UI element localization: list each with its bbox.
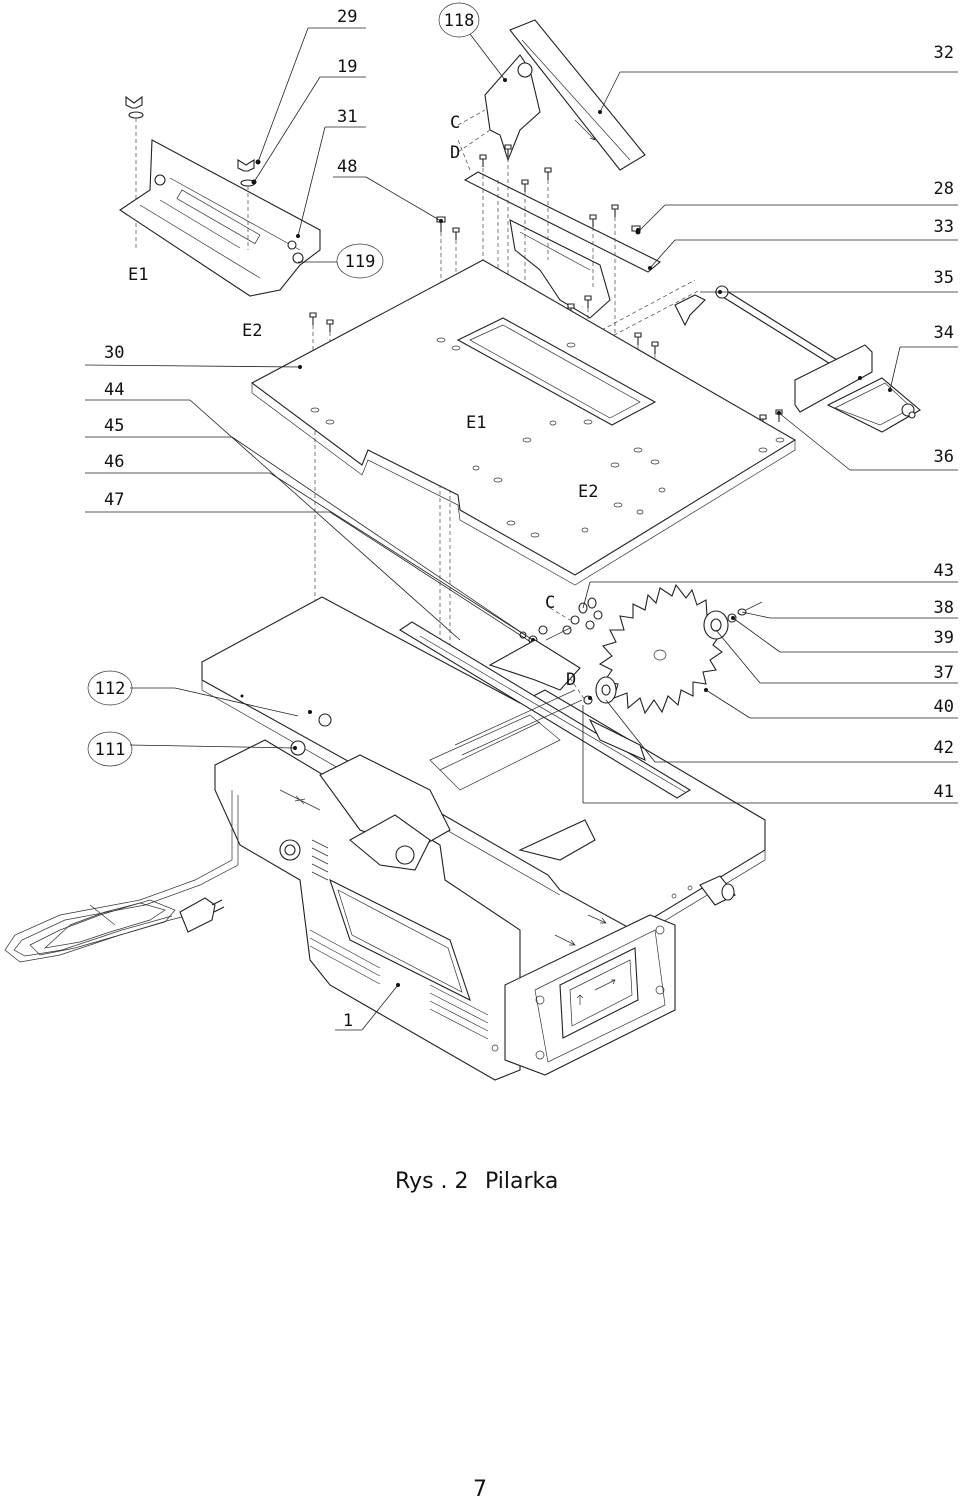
figure-caption-prefix: Rys . 2 xyxy=(395,1169,469,1194)
callout-43: 43 xyxy=(934,561,954,581)
blade-guard xyxy=(484,19,646,171)
machine-rails xyxy=(429,689,646,861)
callout-lines xyxy=(84,27,958,1031)
callout-33: 33 xyxy=(934,217,954,237)
callout-29: 29 xyxy=(337,7,357,27)
callout-47: 47 xyxy=(104,490,124,510)
saw-blade xyxy=(598,583,723,715)
mark-e2-mid: E2 xyxy=(578,482,598,502)
wing-nut-left xyxy=(125,95,144,250)
callout-36: 36 xyxy=(934,447,954,467)
machine-base xyxy=(504,914,676,1076)
riving-knife-bracket xyxy=(463,171,662,319)
screws-top xyxy=(309,144,783,427)
figure-caption-title: Pilarka xyxy=(485,1169,558,1194)
callout-28: 28 xyxy=(934,179,954,199)
adjust-knob xyxy=(699,875,736,906)
callout-112: 112 xyxy=(95,679,126,699)
power-cord xyxy=(4,790,239,963)
mark-d-mid: D xyxy=(566,670,576,690)
mark-d-top: D xyxy=(450,143,460,163)
callout-44: 44 xyxy=(104,380,124,400)
callout-37: 37 xyxy=(934,663,954,683)
callout-41: 41 xyxy=(934,782,954,802)
callout-38: 38 xyxy=(934,598,954,618)
rip-fence xyxy=(674,285,921,433)
side-extension-table xyxy=(119,139,321,297)
callout-31: 31 xyxy=(337,107,357,127)
callout-111: 111 xyxy=(95,740,126,760)
callout-45: 45 xyxy=(104,416,124,436)
callout-118: 118 xyxy=(444,11,475,31)
callout-119: 119 xyxy=(345,252,376,272)
callout-119-ring xyxy=(336,243,384,279)
page-number: 7 xyxy=(473,1477,487,1502)
mark-e2-top: E2 xyxy=(242,321,262,341)
motor-housing xyxy=(214,710,521,1081)
main-table-plate xyxy=(250,259,797,586)
callout-39: 39 xyxy=(934,628,954,648)
mark-e1-top: E1 xyxy=(128,265,148,285)
callout-32: 32 xyxy=(934,43,954,63)
mark-c-mid: C xyxy=(545,593,555,613)
mark-c-top: C xyxy=(450,113,460,133)
callout-112-ring xyxy=(87,670,133,706)
callout-19: 19 xyxy=(337,57,357,77)
callout-34: 34 xyxy=(934,323,954,343)
callout-48: 48 xyxy=(337,157,357,177)
arbor-flanges xyxy=(583,601,763,705)
callout-labels: 29 19 31 48 118 119 32 28 33 35 34 36 30… xyxy=(87,2,954,1031)
callout-35: 35 xyxy=(934,268,954,288)
leader-lines-lower-left xyxy=(189,399,541,649)
callout-42: 42 xyxy=(934,738,954,758)
callout-118-ring xyxy=(438,2,480,38)
callout-111-ring xyxy=(87,731,133,767)
callout-1: 1 xyxy=(343,1011,353,1031)
callout-46: 46 xyxy=(104,452,124,472)
callout-30: 30 xyxy=(104,343,124,363)
mark-e1-mid: E1 xyxy=(466,413,486,433)
callout-40: 40 xyxy=(934,697,954,717)
